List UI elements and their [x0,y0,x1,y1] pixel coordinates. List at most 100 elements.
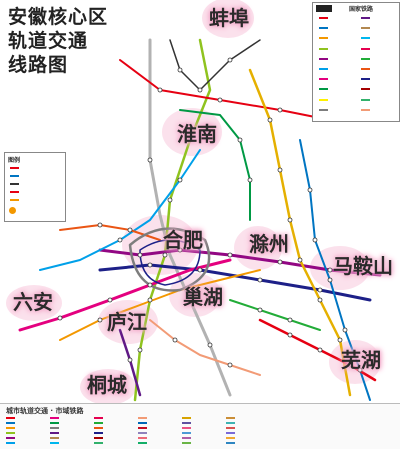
bottom-legend-header: 城市轨道交通 · 市域铁路 [6,407,84,415]
hefei-ring-line [128,227,211,292]
station-node [277,167,283,173]
bottom-legend-swatch [6,442,15,444]
map-title-line-3: 线路图 [8,54,69,76]
station-node [357,367,363,373]
station-node [127,357,133,363]
station-node [327,277,333,283]
station-node [147,157,153,163]
city-label-tongcheng: 桐城 [87,373,127,397]
rail-line-cyan [39,149,201,271]
bottom-legend-swatch [182,442,191,444]
station-node [187,137,193,143]
city-label-lujiang: 庐江 [107,310,147,334]
bottom-legend-swatch [182,417,191,419]
city-zone-glow [234,226,282,270]
bottom-legend-swatch [182,437,191,439]
city-label-chuzhou: 滁州 [249,232,289,256]
station-node [317,287,323,293]
bottom-legend-swatch [138,432,147,434]
top-legend-swatch [361,17,370,19]
bottom-legend-swatch [50,422,59,424]
station-node [107,297,113,303]
station-node [172,337,178,343]
top-legend-swatch [361,78,370,81]
rail-line-yellow [248,68,352,397]
bottom-legend-swatch [6,432,15,434]
top-legend-header: 国家铁路 [349,6,374,13]
rail-line-lightgreen [229,299,321,331]
city-label-huainan: 淮南 [177,122,217,146]
top-legend: 国家铁路 [312,2,400,122]
station-node [97,317,103,323]
station-node [257,277,263,283]
bottom-legend-swatch [226,417,235,419]
bottom-legend-swatch [50,437,59,439]
bottom-legend-swatch [6,422,15,424]
bottom-legend: 城市轨道交通 · 市域铁路 [0,403,400,449]
station-node [157,87,163,93]
top-legend-swatch [319,17,328,19]
city-zone-glow [310,246,370,290]
station-node [337,337,343,343]
station-node [97,222,103,228]
station-node [57,315,63,321]
top-legend-swatch [319,108,328,111]
bottom-legend-swatch [6,417,15,419]
bottom-legend-swatch [138,417,147,419]
city-label-hefei: 合肥 [163,228,203,252]
station-node [177,177,183,183]
station-node [162,252,168,258]
top-legend-swatch [319,68,328,70]
left-legend-swatch [10,167,19,169]
railway-logo [316,5,332,12]
bottom-legend-swatch [94,422,103,424]
station-node [347,362,353,368]
station-node [147,297,153,303]
station-node [287,332,293,338]
top-legend-swatch [319,98,328,101]
city-zone-glow [80,369,136,405]
hub-marker-icon [9,207,16,214]
left-legend-swatch [10,175,19,177]
rail-line-orange [59,269,261,341]
bottom-legend-swatch [94,437,103,439]
station-node [327,267,333,273]
station-node [177,247,183,253]
station-node [207,342,213,348]
station-node [312,237,318,243]
station-node [117,237,123,243]
top-legend-swatch [319,37,328,40]
bottom-legend-swatch [226,427,235,429]
top-legend-swatch [361,57,370,60]
station-node [277,107,283,113]
station-node [127,227,133,233]
bottom-legend-swatch [138,422,147,424]
station-node [317,347,323,353]
bottom-legend-swatch [226,432,235,434]
top-legend-swatch [319,57,328,60]
station-node [342,327,348,333]
station-node [287,317,293,323]
left-legend-header: 图例 [8,157,21,164]
station-node [297,257,303,263]
station-node [227,252,233,258]
station-node [147,282,153,288]
bottom-legend-swatch [94,442,103,444]
hefei-inner-ring-line [139,239,201,286]
station-node [167,197,173,203]
station-node [307,187,313,193]
city-zone-glow [202,0,254,38]
station-node [187,297,193,303]
bottom-legend-swatch [138,427,147,429]
left-legend-swatch [10,199,19,201]
bottom-legend-swatch [138,442,147,444]
bottom-legend-swatch [50,417,59,419]
bottom-legend-swatch [226,437,235,439]
top-legend-swatch [319,47,328,50]
top-legend-swatch [361,88,370,91]
rail-line-salmon [149,319,261,376]
station-node [287,217,293,223]
city-label-maanshan: 马鞍山 [333,254,393,278]
